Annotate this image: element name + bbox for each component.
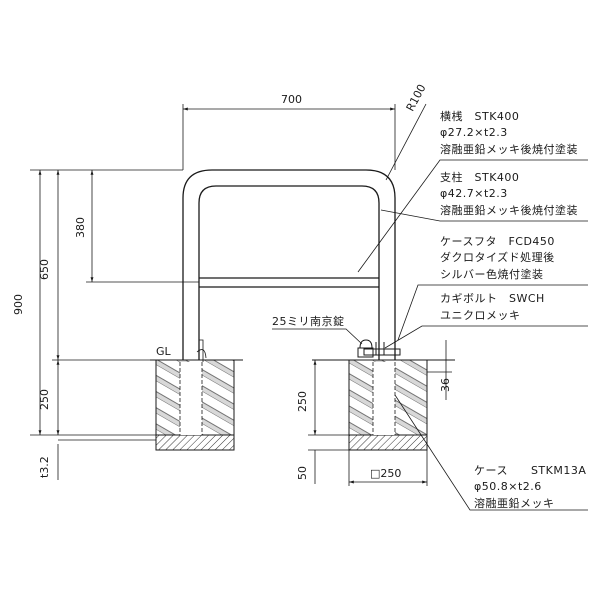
note-leaders <box>357 159 588 511</box>
note-case-title: ケース STKM13A <box>474 464 586 477</box>
dim-plate <box>57 439 156 480</box>
note-lid: ケースフタ FCD450 ダクロタイズド処理後 シルバー色焼付塗装 <box>440 235 555 281</box>
note-case-spec: φ50.8×t2.6 <box>474 480 542 493</box>
crossbar <box>199 277 379 288</box>
dim-square-label: □250 <box>370 467 401 480</box>
note-bolt-title: カギボルト SWCH <box>440 292 545 305</box>
dim-cap-label: 36 <box>439 378 452 392</box>
left-post-detail <box>196 339 207 362</box>
dim-right-foundation-label: 250 <box>296 391 309 412</box>
note-post-finish: 溶融亜鉛メッキ後焼付塗装 <box>440 203 578 217</box>
note-rail-title: 横桟 STK400 <box>440 109 519 123</box>
note-post: 支柱 STK400 φ42.7×t2.3 溶融亜鉛メッキ後焼付塗装 <box>440 170 578 217</box>
dim-plate-label: t3.2 <box>38 456 51 478</box>
lock-label: 25ミリ南京錠 <box>272 314 345 328</box>
note-post-title: 支柱 STK400 <box>440 170 519 184</box>
dim-right-foundation <box>308 360 349 484</box>
note-bolt-finish: ユニクロメッキ <box>440 309 521 322</box>
dim-width-top <box>182 104 396 170</box>
dim-radius-label: R100 <box>404 82 429 113</box>
lock-leader <box>272 328 363 345</box>
bollard-pipe <box>182 169 396 360</box>
note-rail-finish: 溶融亜鉛メッキ後焼付塗装 <box>440 142 578 156</box>
right-foundation <box>348 359 428 451</box>
case-lid <box>363 342 401 356</box>
left-foundation <box>155 359 235 451</box>
note-lid-finish: シルバー色焼付塗装 <box>440 267 544 281</box>
note-case-finish: 溶融亜鉛メッキ <box>474 496 555 510</box>
dim-square <box>348 450 428 486</box>
dim-radius <box>385 103 427 181</box>
dim-cap <box>427 340 452 400</box>
dim-below-left-label: 250 <box>38 389 51 410</box>
note-rail: 横桟 STK400 φ27.2×t2.3 溶融亜鉛メッキ後焼付塗装 <box>440 109 578 156</box>
note-rail-spec: φ27.2×t2.3 <box>440 126 508 139</box>
padlock-icon <box>357 339 374 358</box>
note-post-spec: φ42.7×t2.3 <box>440 187 508 200</box>
dim-above-ground <box>52 170 156 361</box>
dim-width-top-label: 700 <box>281 93 302 106</box>
dim-total-height-label: 900 <box>12 294 25 315</box>
note-case: ケース STKM13A φ50.8×t2.6 溶融亜鉛メッキ <box>474 464 586 510</box>
dim-above-ground-label: 650 <box>38 259 51 280</box>
dim-base-label: 50 <box>296 466 309 480</box>
note-lid-spec: ダクロタイズド処理後 <box>440 250 555 264</box>
gl-label: GL <box>156 345 172 358</box>
note-lid-title: ケースフタ FCD450 <box>440 235 555 248</box>
dim-mid-height <box>86 170 199 283</box>
note-bolt: カギボルト SWCH ユニクロメッキ <box>440 292 545 322</box>
dim-total-height <box>30 169 183 436</box>
dim-mid-height-label: 380 <box>74 217 87 238</box>
